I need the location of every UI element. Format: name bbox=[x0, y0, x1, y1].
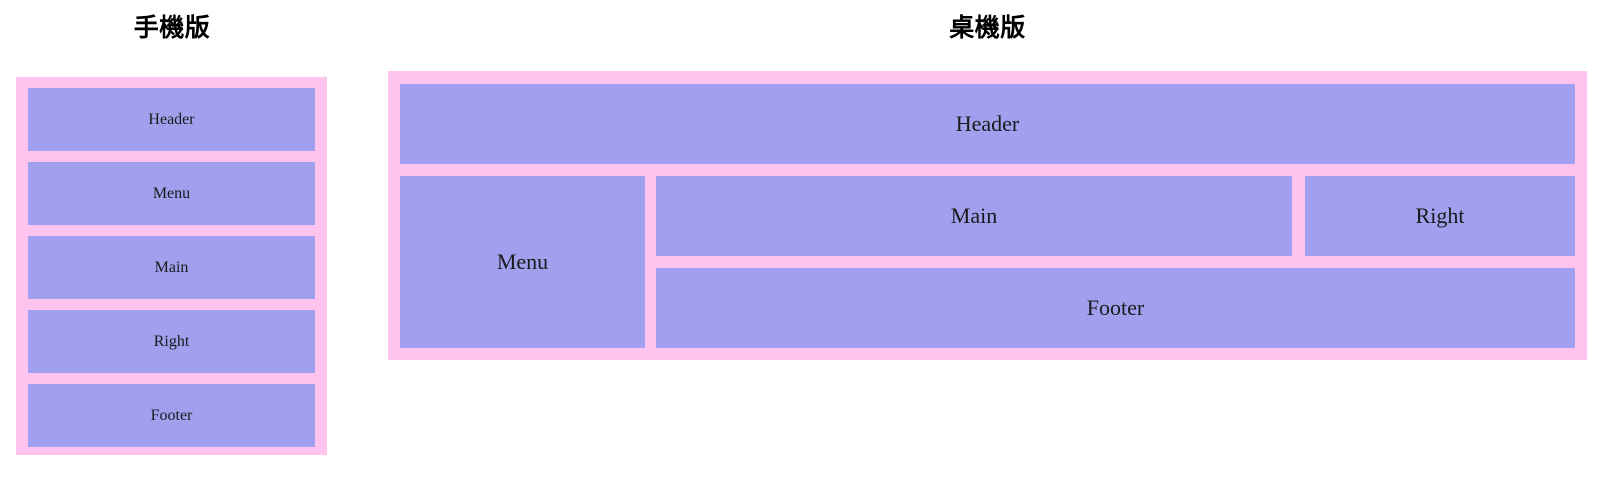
desktop-region-main: Main bbox=[656, 176, 1292, 256]
mobile-region-menu-label: Menu bbox=[152, 184, 191, 202]
mobile-region-header: Header bbox=[28, 88, 315, 151]
mobile-region-footer-label: Footer bbox=[150, 406, 193, 424]
desktop-layout-frame: Header Menu Main Right Footer bbox=[388, 71, 1587, 360]
mobile-section-title: 手機版 bbox=[133, 13, 211, 42]
desktop-region-header: Header bbox=[400, 84, 1575, 164]
mobile-region-menu: Menu bbox=[28, 162, 315, 225]
desktop-region-footer: Footer bbox=[656, 268, 1575, 348]
desktop-region-main-label: Main bbox=[950, 202, 998, 228]
mobile-region-main-label: Main bbox=[154, 258, 189, 276]
mobile-layout-frame: Header Menu Main Right Footer bbox=[16, 77, 327, 455]
desktop-section-title: 桌機版 bbox=[949, 13, 1026, 42]
mobile-region-main: Main bbox=[28, 236, 315, 299]
desktop-region-menu: Menu bbox=[400, 176, 645, 348]
mobile-region-right: Right bbox=[28, 310, 315, 373]
desktop-region-right: Right bbox=[1305, 176, 1575, 256]
mobile-region-footer: Footer bbox=[28, 384, 315, 447]
desktop-region-right-label: Right bbox=[1415, 202, 1465, 228]
desktop-region-footer-label: Footer bbox=[1086, 294, 1145, 320]
mobile-region-right-label: Right bbox=[153, 332, 190, 350]
desktop-region-header-label: Header bbox=[955, 110, 1020, 136]
desktop-region-menu-label: Menu bbox=[496, 248, 549, 274]
mobile-region-header-label: Header bbox=[148, 110, 195, 128]
